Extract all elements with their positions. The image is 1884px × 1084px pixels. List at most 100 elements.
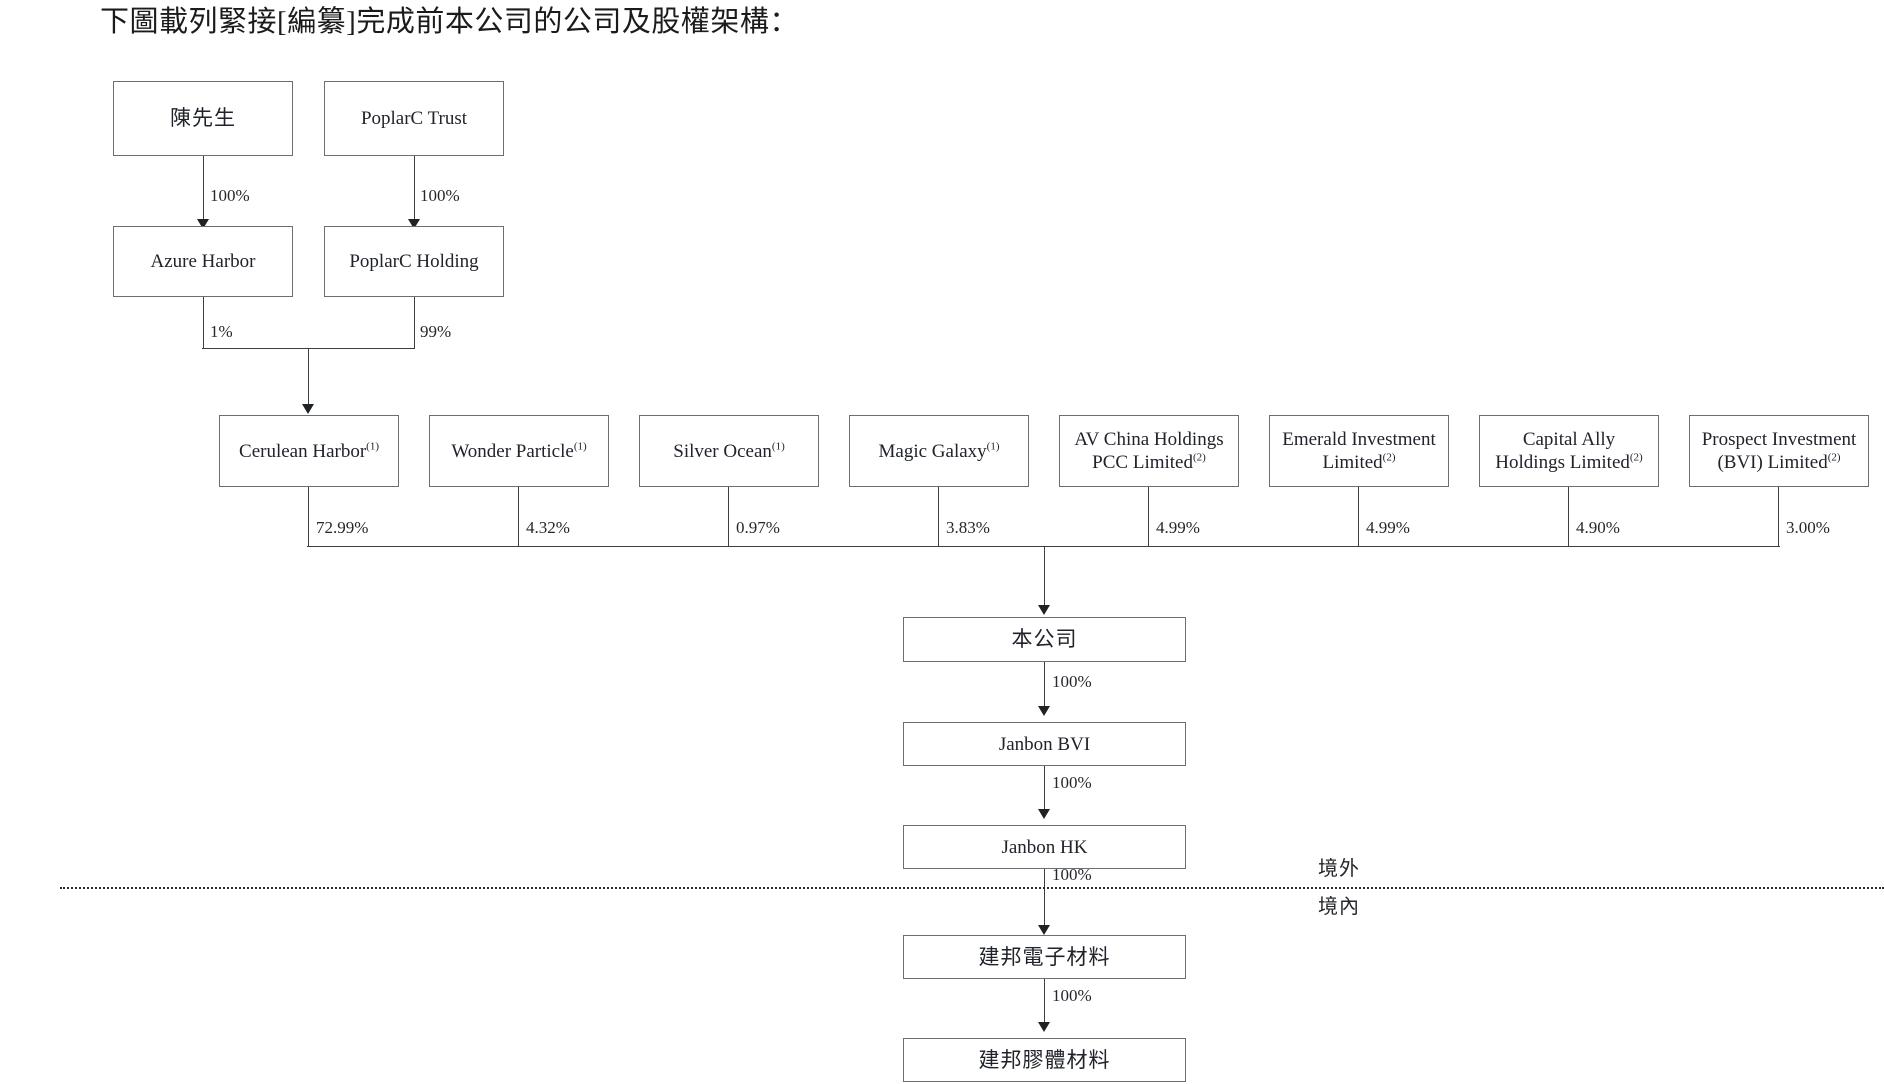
box-label-line: Wonder Particle xyxy=(451,440,574,462)
edge-percent-company-janbonbvi: 100% xyxy=(1052,672,1092,691)
box-shareholder-av-china-holdings: AV China Holdings PCC Limited(2) xyxy=(1059,415,1239,487)
box-label-line: Limited xyxy=(1322,452,1383,473)
box-shareholder-prospect-investment: Prospect Investment (BVI) Limited(2) xyxy=(1689,415,1869,487)
shareholder-percent-wonder-particle: 4.32% xyxy=(526,518,570,537)
footnote-marker: (2) xyxy=(1193,451,1206,464)
onshore-offshore-divider xyxy=(60,887,1884,889)
edge-jianbang-electronic-to-colloid xyxy=(1044,979,1045,1028)
box-shareholder-silver-ocean: Silver Ocean(1) xyxy=(639,415,819,487)
stem-silver-ocean xyxy=(728,487,729,547)
shareholder-percent-prospect-investment: 3.00% xyxy=(1786,518,1830,537)
box-janbon-bvi: Janbon BVI xyxy=(903,722,1186,766)
box-label: Azure Harbor xyxy=(150,251,256,272)
stem-wonder-particle xyxy=(518,487,519,547)
box-shareholder-cerulean-harbor: Cerulean Harbor(1) xyxy=(219,415,399,487)
box-chen-xiansheng: 陳先生 xyxy=(113,81,293,156)
shareholder-percent-emerald-investment: 4.99% xyxy=(1366,518,1410,537)
shareholder-percent-magic-galaxy: 3.83% xyxy=(946,518,990,537)
footnote-marker: (2) xyxy=(1629,451,1643,464)
edge-arrow xyxy=(408,219,420,229)
footnote-marker: (1) xyxy=(986,440,1000,453)
edge-trust-to-holding xyxy=(414,156,415,226)
zone-label-onshore: 境內 xyxy=(1318,896,1360,918)
stem-cerulean-harbor xyxy=(308,487,309,547)
box-janbon-hk: Janbon HK xyxy=(903,825,1186,869)
box-jianbang-colloid-materials: 建邦膠體材料 xyxy=(903,1038,1186,1082)
footnote-marker: (1) xyxy=(366,440,379,453)
edge-arrow xyxy=(1038,605,1050,615)
shareholder-percent-av-china-holdings: 4.99% xyxy=(1156,518,1200,537)
zone-label-offshore: 境外 xyxy=(1318,858,1360,880)
box-shareholder-emerald-investment: Emerald Investment Limited(2) xyxy=(1269,415,1449,487)
box-label-line: Emerald Investment xyxy=(1282,429,1436,450)
footnote-marker: (1) xyxy=(573,440,587,453)
box-label: PoplarC Holding xyxy=(349,251,479,272)
shareholder-percent-silver-ocean: 0.97% xyxy=(736,518,780,537)
edge-azure-down xyxy=(203,297,204,349)
box-shareholder-capital-ally: Capital Ally Holdings Limited(2) xyxy=(1479,415,1659,487)
edge-holding-down xyxy=(414,297,415,349)
edge-merge-to-cerulean xyxy=(308,348,309,411)
box-label-line: Silver Ocean xyxy=(673,440,772,462)
box-label: Silver Ocean(1) xyxy=(673,440,784,463)
box-label: Emerald Investment Limited(2) xyxy=(1282,428,1436,474)
box-label-line: Prospect Investment xyxy=(1701,429,1857,450)
edge-janbonhk-to-jianbang-electronic xyxy=(1044,869,1045,932)
box-label: AV China Holdings PCC Limited(2) xyxy=(1074,428,1223,474)
box-label: Wonder Particle(1) xyxy=(451,440,586,463)
box-label: 本公司 xyxy=(1011,627,1078,651)
edge-percent-trust-holding: 100% xyxy=(420,186,460,205)
stem-prospect-investment xyxy=(1778,487,1779,547)
edge-arrow xyxy=(1038,809,1050,819)
edge-percent-janbonbvi-janbonhk: 100% xyxy=(1052,773,1092,792)
edge-janbonbvi-to-janbonhk xyxy=(1044,766,1045,815)
edge-percent-holding-cerulean: 99% xyxy=(420,322,452,341)
edge-percent-electronic-colloid: 100% xyxy=(1052,986,1092,1005)
footnote-marker: (2) xyxy=(1382,451,1396,464)
box-label: 建邦電子材料 xyxy=(978,944,1111,969)
stem-magic-galaxy xyxy=(938,487,939,547)
stem-emerald-investment xyxy=(1358,487,1359,547)
footnote-marker: (2) xyxy=(1827,451,1841,464)
edge-percent-chen-azure: 100% xyxy=(210,186,250,205)
box-label-line: Capital Ally xyxy=(1522,429,1616,450)
box-label-line: Magic Galaxy xyxy=(878,440,987,462)
edge-arrow xyxy=(1038,1022,1050,1032)
box-label: 陳先生 xyxy=(170,106,236,130)
shareholder-percent-cerulean-harbor: 72.99% xyxy=(316,518,369,537)
footnote-marker: (1) xyxy=(771,440,785,453)
box-label: Janbon HK xyxy=(1001,836,1088,858)
box-label: Prospect Investment (BVI) Limited(2) xyxy=(1702,428,1857,474)
box-label: PoplarC Trust xyxy=(360,108,468,129)
box-label-line: PCC Limited xyxy=(1092,452,1193,473)
page-title: 下圖載列緊接[編纂]完成前本公司的公司及股權架構： xyxy=(100,6,799,38)
stem-capital-ally xyxy=(1568,487,1569,547)
box-poplarc-trust: PoplarC Trust xyxy=(324,81,504,156)
edge-percent-azure-cerulean: 1% xyxy=(210,322,233,341)
edge-arrow xyxy=(197,219,209,229)
box-the-company: 本公司 xyxy=(903,617,1186,662)
box-poplarc-holding: PoplarC Holding xyxy=(324,226,504,297)
box-label: Cerulean Harbor(1) xyxy=(239,440,379,463)
box-label-line: Holdings Limited xyxy=(1495,452,1630,473)
box-label: Magic Galaxy(1) xyxy=(879,440,1000,463)
box-label-line: AV China Holdings xyxy=(1074,429,1224,450)
stem-av-china-holdings xyxy=(1148,487,1149,547)
edge-arrow xyxy=(1038,925,1050,935)
box-label-line: (BVI) Limited xyxy=(1717,452,1828,473)
box-label: Capital Ally Holdings Limited(2) xyxy=(1495,428,1642,474)
shareholder-percent-capital-ally: 4.90% xyxy=(1576,518,1620,537)
box-azure-harbor: Azure Harbor xyxy=(113,226,293,297)
edge-company-to-janbon-bvi xyxy=(1044,662,1045,712)
box-shareholder-magic-galaxy: Magic Galaxy(1) xyxy=(849,415,1029,487)
edge-percent-janbonhk-jianbang: 100% xyxy=(1052,865,1092,884)
box-jianbang-electronic-materials: 建邦電子材料 xyxy=(903,935,1186,979)
box-label: Janbon BVI xyxy=(998,733,1091,755)
box-label-line: Cerulean Harbor xyxy=(239,440,367,462)
shareholder-bus-line xyxy=(307,546,1780,547)
edge-chen-to-azure xyxy=(203,156,204,226)
box-shareholder-wonder-particle: Wonder Particle(1) xyxy=(429,415,609,487)
edge-bus-to-company xyxy=(1044,546,1045,612)
box-label: 建邦膠體材料 xyxy=(978,1047,1111,1072)
